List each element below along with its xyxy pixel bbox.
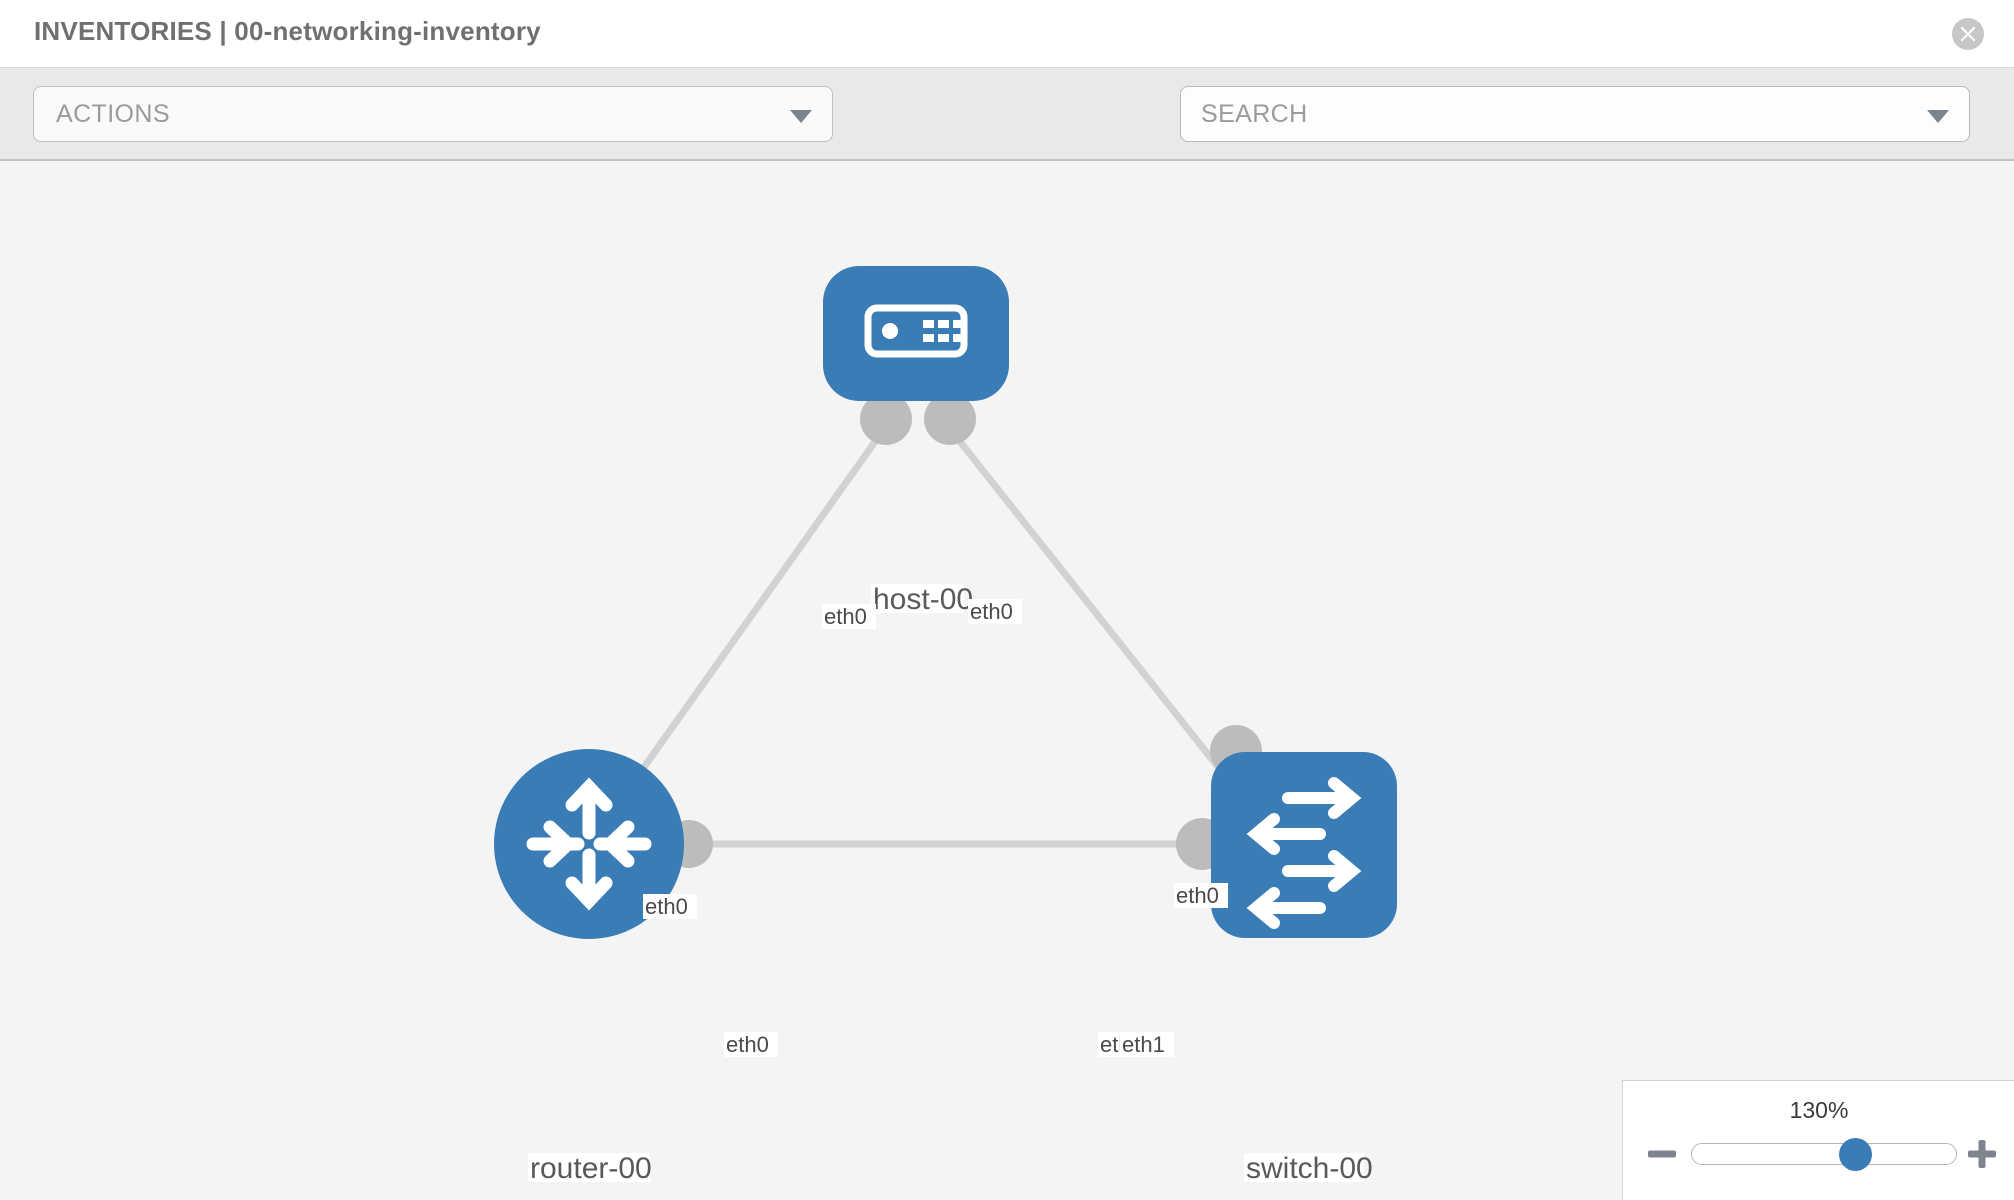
interface-labels: eth0 eth0 eth0 eth0 eth0 eth0 eth1 — [643, 599, 1228, 1057]
link-host00-switch00[interactable] — [947, 426, 1248, 804]
minus-icon[interactable] — [1645, 1137, 1679, 1171]
search-input[interactable]: SEARCH — [1180, 86, 1970, 142]
node-name-labels: host-00 router-00 switch-00 — [528, 583, 1373, 1185]
actions-dropdown-label: ACTIONS — [56, 100, 170, 128]
iface-label-host00-switch00: eth0 — [970, 599, 1013, 624]
switch-arrows-icon — [1246, 777, 1362, 929]
close-icon[interactable] — [1952, 18, 1984, 50]
zoom-slider-row — [1623, 1133, 2014, 1177]
topology-connectors — [665, 393, 1262, 870]
page-title: INVENTORIES | 00-networking-inventory — [34, 16, 541, 46]
connector-host00-right — [924, 393, 976, 445]
node-host-00[interactable] — [823, 266, 1009, 401]
node-label-switch-00: switch-00 — [1246, 1152, 1373, 1185]
iface-label-switch00-host00: eth0 — [1176, 883, 1219, 908]
topology-toolbar: ACTIONS SEARCH — [0, 68, 2014, 199]
plus-icon[interactable] — [1965, 1137, 1999, 1171]
zoom-control-panel: 130% — [1622, 1080, 2014, 1200]
zoom-slider-track[interactable] — [1691, 1138, 1957, 1171]
page-header: INVENTORIES | 00-networking-inventory — [0, 0, 2014, 68]
link-host00-router00[interactable] — [617, 426, 887, 804]
zoom-level-value: 130% — [1789, 1097, 1849, 1123]
chevron-down-icon — [790, 110, 812, 123]
node-label-host-00: host-00 — [873, 583, 973, 616]
topology-canvas[interactable]: host-00 router-00 switch-00 eth0 eth0 et… — [0, 161, 2014, 1200]
zoom-slider-thumb[interactable] — [1839, 1138, 1872, 1171]
iface-label-host00-router00: eth0 — [824, 604, 867, 629]
search-placeholder-label: SEARCH — [1201, 100, 1308, 128]
iface-label-router00-host00: eth0 — [645, 894, 688, 919]
router-arrows-icon — [526, 777, 652, 911]
iface-label-switch00-eth1: eth1 — [1122, 1032, 1165, 1057]
chevron-down-icon — [1927, 110, 1949, 123]
node-switch-00[interactable] — [1211, 752, 1397, 938]
node-router-00[interactable] — [494, 749, 684, 939]
topology-graph[interactable]: host-00 router-00 switch-00 eth0 eth0 et… — [0, 161, 2014, 1200]
topology-links — [617, 426, 1248, 848]
server-icon — [864, 304, 968, 358]
iface-label-router00-switch00: eth0 — [726, 1032, 769, 1057]
node-label-router-00: router-00 — [530, 1152, 652, 1185]
actions-dropdown[interactable]: ACTIONS — [33, 86, 833, 142]
connector-host00-left — [860, 393, 912, 445]
